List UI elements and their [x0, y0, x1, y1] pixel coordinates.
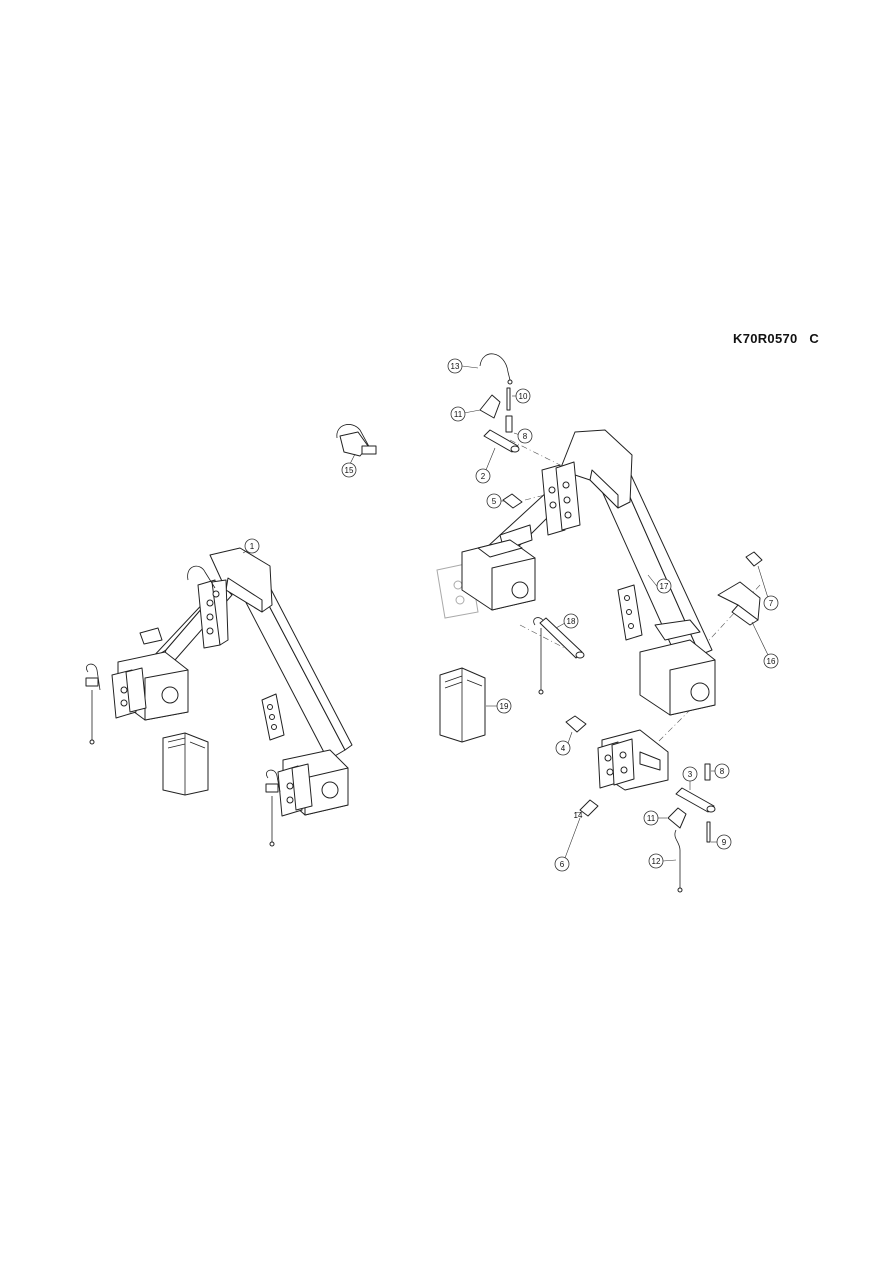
callout-18: 18 — [567, 617, 576, 626]
part-4-bush: 4 — [555, 715, 587, 756]
part-5-bush: 5 — [486, 493, 523, 509]
callout-12: 12 — [652, 857, 661, 866]
callout-11-lower: 11 — [647, 814, 656, 823]
part-19-booklet: 19 — [439, 667, 512, 743]
part-11-clip-upper: 11 — [450, 394, 501, 422]
part-18-pin: 18 — [533, 613, 585, 695]
part-2-pin: 2 — [475, 429, 520, 484]
part-15-linchpin: 15 — [336, 424, 377, 478]
callout-17: 17 — [660, 582, 669, 591]
part-3-pin: 3 — [675, 766, 716, 813]
callout-11-upper: 11 — [454, 410, 463, 419]
callout-1: 1 — [250, 542, 255, 551]
callout-6: 6 — [560, 860, 565, 869]
callout-10: 10 — [519, 392, 528, 401]
drawing-code: K70R0570 C — [733, 331, 819, 346]
callout-8-lower: 8 — [720, 767, 725, 776]
part-11-clip-lower: 11 — [643, 807, 687, 829]
callout-7: 7 — [769, 599, 774, 608]
callout-4: 4 — [561, 744, 566, 753]
callout-16: 16 — [767, 657, 776, 666]
part-8-sleeve-upper: 8 — [505, 415, 533, 444]
callout-9: 9 — [722, 838, 727, 847]
part-12-lanyard: 12 — [648, 829, 683, 893]
lower-hitch-bracket — [597, 729, 669, 791]
callout-13: 13 — [451, 362, 460, 371]
callout-3: 3 — [688, 770, 693, 779]
callout-14: 14 — [574, 811, 583, 820]
part-14-bolt: 14 — [574, 799, 599, 820]
part-7-bush: 7 — [745, 551, 779, 611]
part-6-pin: 6 — [554, 817, 581, 872]
callout-2: 2 — [481, 472, 486, 481]
callout-5: 5 — [492, 497, 497, 506]
drawing-revision: C — [809, 331, 820, 346]
callout-15: 15 — [345, 466, 354, 475]
part-9-split-pin: 9 — [706, 821, 732, 850]
part-10-pin: 10 — [506, 387, 531, 411]
part-8-sleeve-lower: 8 — [704, 763, 730, 781]
exploded-frame: 17 — [436, 429, 761, 761]
manual-booklet-assembled — [162, 732, 209, 796]
part-13-lanyard: 13 — [447, 353, 513, 385]
callout-8-upper: 8 — [523, 432, 528, 441]
part-16-bracket: 16 — [717, 581, 779, 669]
assembled-frame: 1 — [85, 538, 353, 847]
drawing-number: K70R0570 — [733, 331, 798, 346]
callout-19: 19 — [500, 702, 509, 711]
